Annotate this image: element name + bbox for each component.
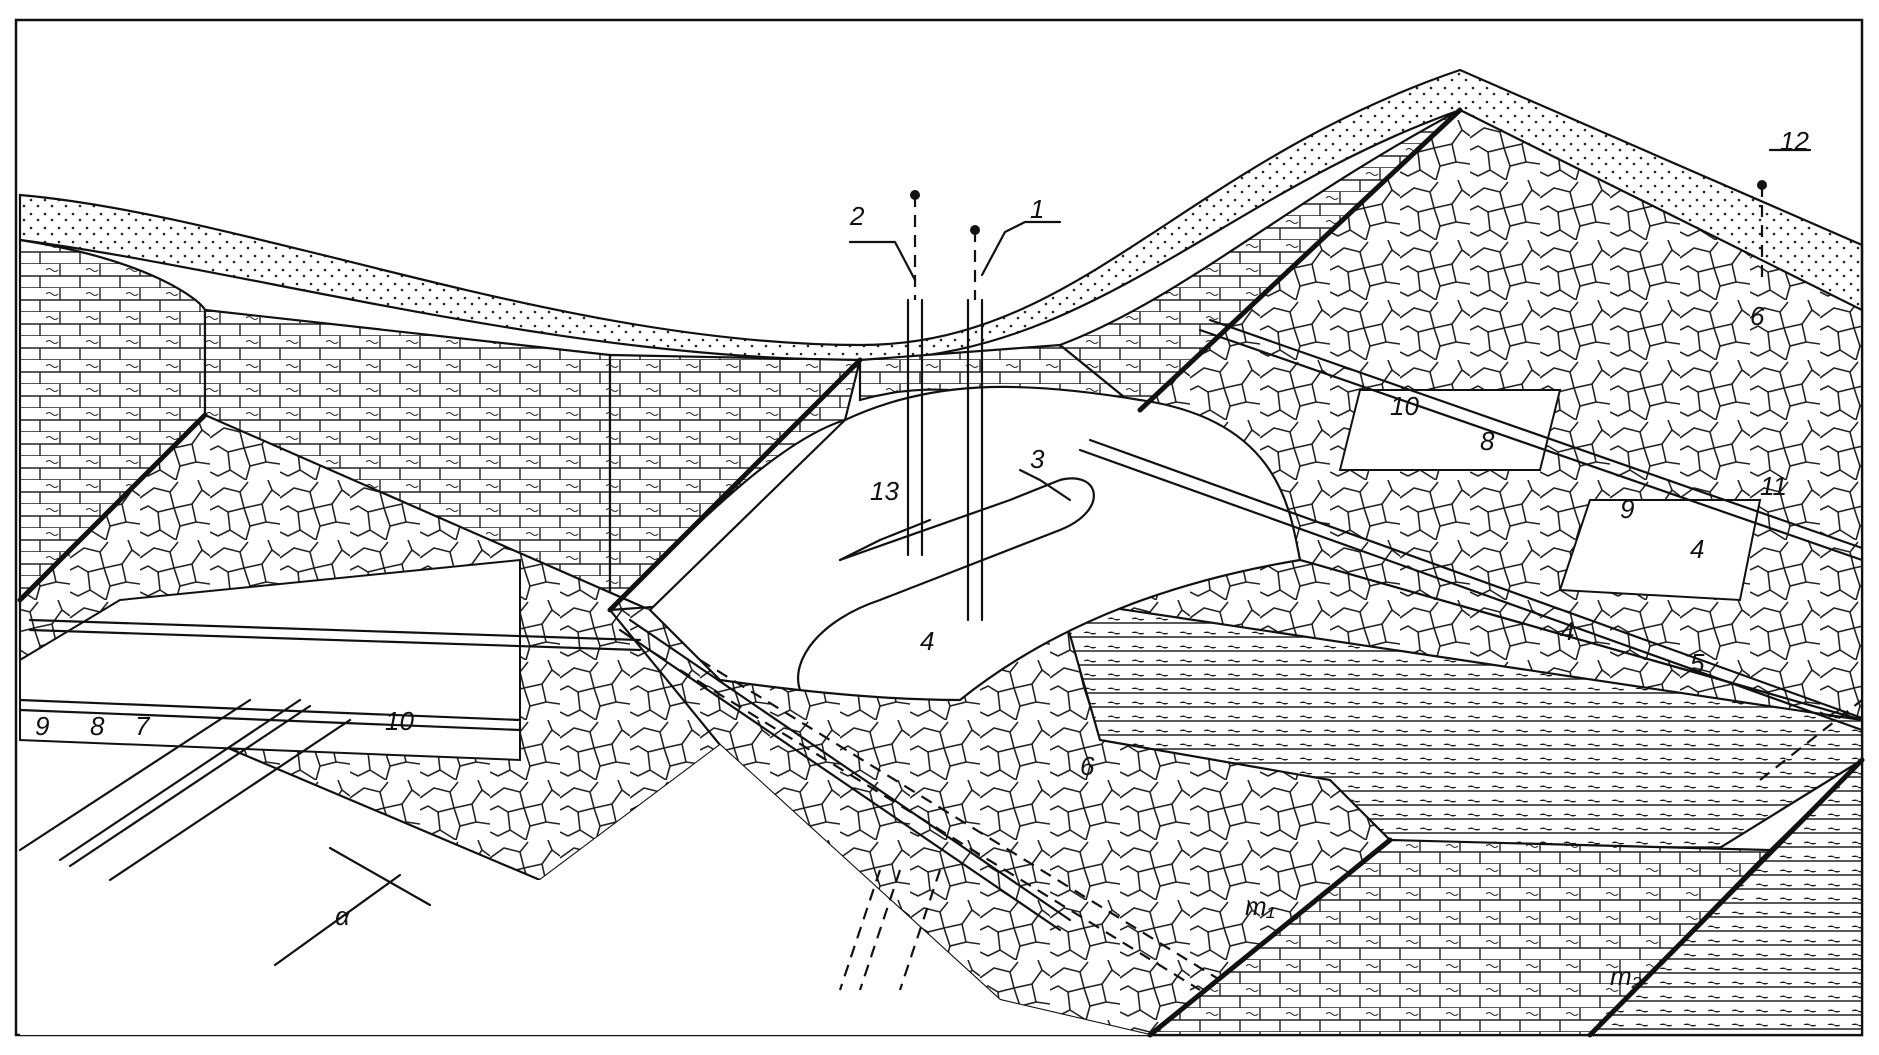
fault-left <box>17 412 208 603</box>
gallery-dashed-branch <box>838 869 942 991</box>
label-m1: m₁ <box>1245 891 1275 921</box>
shaft-12-collar <box>1757 180 1767 190</box>
leader-3 <box>1018 468 1072 502</box>
gallery-dashed-right <box>1759 699 1863 781</box>
fault-bottom-1 <box>1147 837 1393 1038</box>
label-6-right: 6 <box>1750 301 1765 331</box>
central-extraction-zone <box>648 385 1302 702</box>
label-1: 1 <box>1030 194 1044 224</box>
pit-bottom-loop <box>797 477 1095 692</box>
leader-2 <box>848 240 917 282</box>
right-extraction-zone <box>1338 389 1762 602</box>
pit-bottom-siding <box>838 518 932 562</box>
right-rock-block <box>1057 109 1461 412</box>
label-3: 3 <box>1030 444 1045 474</box>
drift-right-main <box>1078 438 1864 732</box>
label-8-right: 8 <box>1480 426 1495 456</box>
label-9-right: 9 <box>1620 494 1634 524</box>
label-10-left: 10 <box>385 706 414 736</box>
label-6-center: 6 <box>1080 751 1095 781</box>
label-4-right: 4 <box>1560 616 1574 646</box>
haulage-incline-7 <box>58 698 312 868</box>
leader-alpha-2 <box>328 846 432 907</box>
left-extraction-zone <box>19 558 521 762</box>
shaft-1-collar <box>970 225 980 235</box>
drift-left-upper <box>28 618 642 652</box>
fault-center <box>607 357 863 613</box>
label-12: 12 <box>1780 126 1809 156</box>
label-8-left: 8 <box>90 711 105 741</box>
drift-right-upper <box>1198 318 1864 562</box>
gallery-dashed-lower <box>679 659 1221 991</box>
label-4-far-right: 4 <box>1690 534 1704 564</box>
label-9-left: 9 <box>35 711 49 741</box>
haulage-incline-8 <box>108 718 352 882</box>
label-11: 11 <box>1760 471 1787 501</box>
label-5: 5 <box>1690 648 1705 678</box>
haulage-incline-9 <box>18 698 252 852</box>
fault-bottom-2 <box>1587 757 1865 1038</box>
label-7: 7 <box>135 711 151 741</box>
shaft-2-collar <box>910 190 920 200</box>
label-10-right: 10 <box>1390 391 1419 421</box>
shaft-2-body <box>906 298 924 557</box>
lower-extraction-zone <box>20 745 1150 1035</box>
fault-right <box>1137 107 1463 413</box>
label-m2: m₂ <box>1610 961 1642 991</box>
label-4-center: 4 <box>920 626 934 656</box>
label-alpha: α <box>335 901 351 931</box>
drift-center-main <box>618 618 1072 932</box>
leader-1 <box>980 220 1062 277</box>
label-13: 13 <box>870 476 899 506</box>
leader-alpha-1 <box>273 873 402 967</box>
label-2: 2 <box>849 201 865 231</box>
